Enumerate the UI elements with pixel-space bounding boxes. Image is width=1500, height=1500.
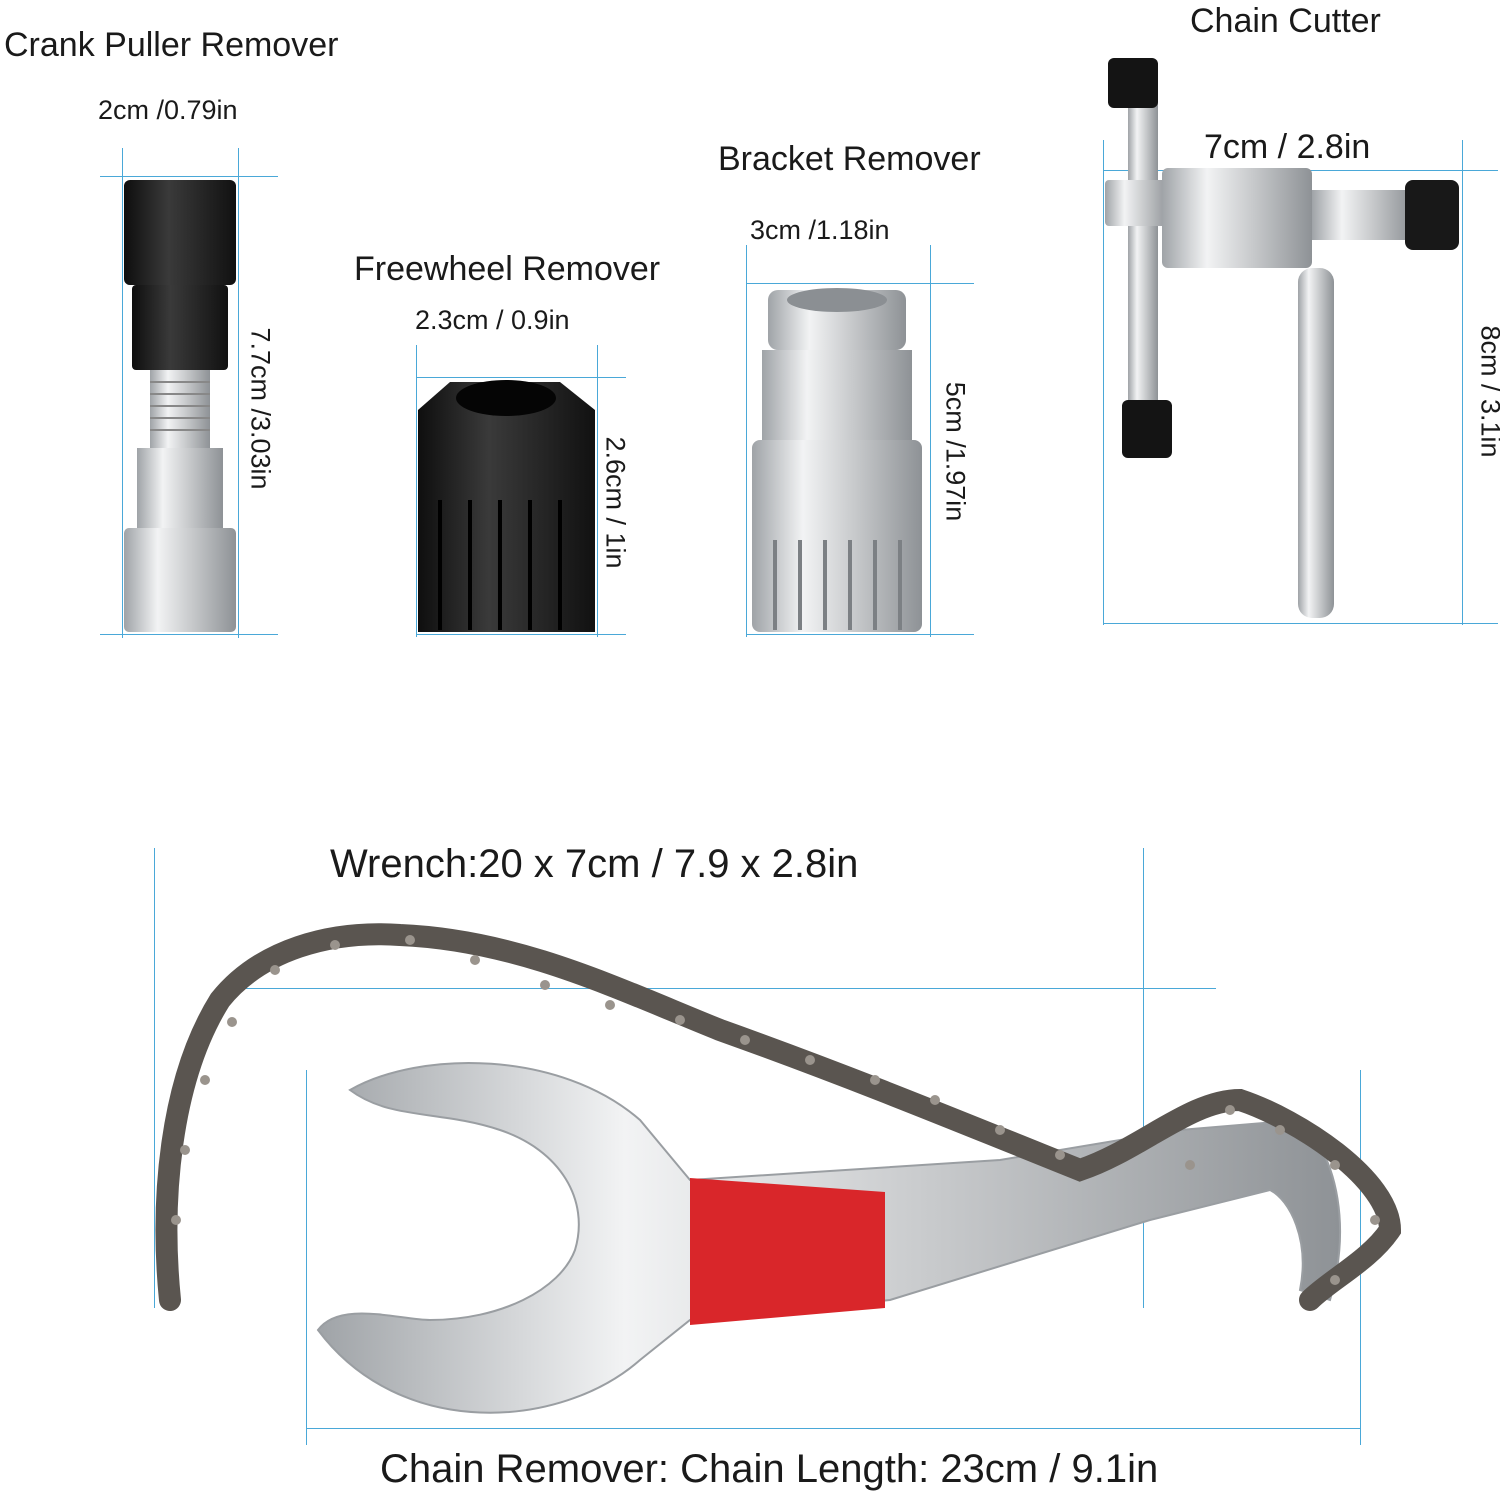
guide-line <box>154 848 155 1308</box>
guide-line <box>100 176 278 177</box>
wrench-dimension-label: Wrench:20 x 7cm / 7.9 x 2.8in <box>330 842 859 886</box>
guide-line <box>746 283 974 284</box>
bracket-width-label: 3cm /1.18in <box>750 215 890 245</box>
guide-line <box>1143 848 1144 1308</box>
guide-line <box>1462 140 1463 625</box>
crank-puller-image <box>124 180 236 632</box>
guide-line <box>228 988 1216 989</box>
guide-line <box>122 148 123 638</box>
guide-line <box>597 345 598 637</box>
guide-line <box>416 345 417 637</box>
chain-cutter-title: Chain Cutter <box>1190 2 1381 40</box>
guide-line <box>746 245 747 637</box>
guide-line <box>306 1070 307 1445</box>
guide-line <box>416 634 626 635</box>
bracket-remover-image <box>752 288 922 632</box>
chain-cutter-width-label: 7cm / 2.8in <box>1204 128 1371 166</box>
guide-line <box>416 377 626 378</box>
chain-remover-dimension-label: Chain Remover: Chain Length: 23cm / 9.1i… <box>380 1447 1159 1491</box>
guide-line <box>1103 623 1498 624</box>
guide-line <box>306 1428 1361 1429</box>
chain-pins <box>171 935 1380 1285</box>
wrench-image <box>316 1061 1341 1414</box>
guide-line <box>746 634 974 635</box>
guide-line <box>1103 140 1104 625</box>
freewheel-width-label: 2.3cm / 0.9in <box>415 305 570 335</box>
chain-image <box>155 923 1402 1311</box>
bracket-title: Bracket Remover <box>718 140 981 178</box>
crank-puller-title: Crank Puller Remover <box>4 26 339 64</box>
guide-line <box>238 148 239 638</box>
crank-puller-width-label: 2cm /0.79in <box>98 95 238 125</box>
freewheel-remover-image <box>418 380 595 632</box>
chain-cutter-image <box>1105 58 1459 618</box>
freewheel-title: Freewheel Remover <box>354 250 661 288</box>
guide-line <box>100 634 278 635</box>
guide-line <box>930 245 931 637</box>
